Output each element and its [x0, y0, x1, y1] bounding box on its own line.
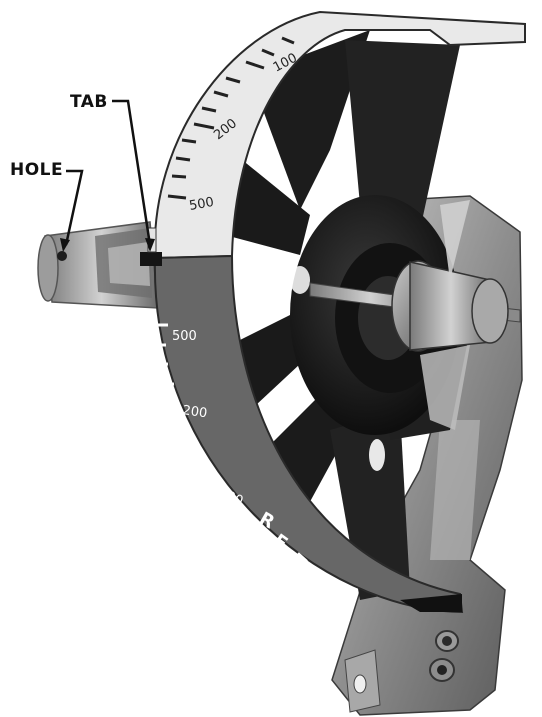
tab-label: TAB	[70, 92, 108, 112]
tab-leader-line	[112, 99, 152, 246]
lower-scale-number-0: 500	[172, 329, 197, 344]
dial-scale-upper: 100 200 500	[153, 10, 526, 260]
upper-scale-number-2: 500	[188, 195, 215, 214]
hole-leader-line	[64, 169, 84, 246]
hole-feature	[57, 251, 67, 261]
hole-label: HOLE	[10, 160, 64, 180]
lower-scale-number-1: 200	[181, 403, 208, 421]
tab-feature	[140, 252, 162, 266]
shaft	[37, 221, 159, 309]
center-pin	[309, 200, 521, 430]
